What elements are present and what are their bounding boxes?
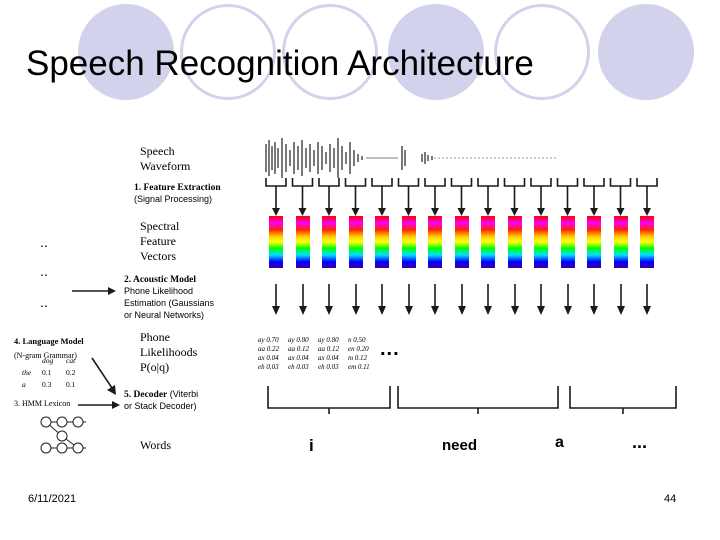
phone-likelihood-col-4: n 0.50 en 0.20 m 0.12 em 0.11 <box>348 336 370 371</box>
output-word-i: i <box>309 436 314 455</box>
feature-vector-bar <box>454 216 469 268</box>
feature-vector-bar <box>348 216 363 268</box>
acoustic-arrow <box>404 284 413 315</box>
frame-bracket <box>291 178 314 187</box>
slide-title: Speech Recognition Architecture <box>26 44 534 83</box>
left-ellipsis-1: .. <box>40 234 48 250</box>
words-label: Words <box>140 438 172 452</box>
hmm-to-decoder-arrow <box>78 401 120 409</box>
frame-bracket <box>265 178 287 187</box>
frame-bracket <box>556 178 579 187</box>
acoustic-arrow <box>563 284 572 315</box>
frame-arrow-head <box>643 208 651 216</box>
frame-bracket <box>344 178 367 187</box>
acoustic-arrow <box>457 284 466 315</box>
acoustic-arrow <box>378 284 386 315</box>
feature-vector-bar <box>428 216 442 268</box>
frame-arrow-head <box>537 208 545 216</box>
spectral-feature-vectors-label: Spectral Feature Vectors <box>140 219 180 263</box>
frame-bracket <box>636 178 658 187</box>
decor-circle-1 <box>78 4 174 100</box>
phone-likelihood-col-2: ay 0.80 aa 0.12 ax 0.04 eh 0.03 <box>288 336 309 371</box>
frame-arrow-head <box>351 208 360 216</box>
frame-arrow-head <box>272 208 280 216</box>
feature-vector-bar <box>640 216 654 268</box>
frame-bracket <box>503 178 526 187</box>
feature-vector-bar <box>481 216 495 268</box>
acoustic-arrow <box>537 284 545 315</box>
waveform-frame-brackets <box>265 178 658 216</box>
frame-arrow-head <box>378 208 386 216</box>
output-word-a: a <box>555 434 564 451</box>
speech-waveform <box>265 138 558 178</box>
frame-arrow-head <box>431 208 439 216</box>
feature-vector-bar <box>269 216 283 268</box>
acoustic-arrow <box>616 284 625 315</box>
left-ellipsis-3: .. <box>40 294 48 310</box>
frame-arrow-head <box>590 208 598 216</box>
frame-arrow-head <box>563 208 572 216</box>
footer-date: 6/11/2021 <box>28 493 77 505</box>
hmm-lexicon-title: 3. HMM Lexicon <box>14 399 71 408</box>
acoustic-arrow <box>510 284 519 315</box>
frame-arrow-head <box>510 208 519 216</box>
acoustic-arrow <box>272 284 280 315</box>
feature-vector-bar <box>322 216 336 268</box>
feature-vector-bar <box>507 216 522 268</box>
decor-circle-6 <box>598 4 694 100</box>
footer-page-number: 44 <box>664 493 677 505</box>
speech-waveform-label: Speech Waveform <box>140 144 191 173</box>
decoder-step: 5. Decoder (Viterbi or Stack Decoder) <box>124 389 199 411</box>
hmm-lexicon-graph <box>40 416 86 454</box>
frame-arrow-head <box>484 208 492 216</box>
frame-bracket <box>477 178 499 187</box>
feature-vector-bar <box>587 216 601 268</box>
acoustic-arrow <box>643 284 651 315</box>
output-word-need: need <box>442 437 478 454</box>
frame-arrow-head <box>404 208 413 216</box>
acoustic-arrow <box>298 284 307 315</box>
decor-circle-4 <box>388 4 484 100</box>
decoder-brackets <box>267 386 677 414</box>
frame-bracket <box>397 178 420 187</box>
language-to-acoustic-arrow <box>72 287 116 295</box>
phone-likelihood-col-1: ay 0.70 aa 0.22 ax 0.04 eh 0.03 <box>258 336 279 371</box>
decor-circle-2 <box>180 4 276 100</box>
frame-arrow-head <box>325 208 333 216</box>
feature-extraction-step: 1. Feature Extraction (Signal Processing… <box>134 183 221 204</box>
decor-circle-3 <box>282 4 378 100</box>
language-model: 4. Language Model (N-gram Grammar) <box>14 336 84 360</box>
frame-arrow-head <box>457 208 466 216</box>
frame-bracket <box>583 178 605 187</box>
feature-vector-bar <box>375 216 389 268</box>
phone-likelihoods-label: Phone Likelihoods P(o|q) <box>140 330 198 374</box>
acoustic-arrow <box>325 284 333 315</box>
left-ellipsis-2: .. <box>40 263 48 279</box>
decor-circle-5 <box>494 4 590 100</box>
feature-vector-bar <box>295 216 310 268</box>
output-ellipsis: ... <box>632 432 648 452</box>
frame-bracket <box>318 178 340 187</box>
frame-bracket <box>371 178 393 187</box>
frame-bracket <box>424 178 446 187</box>
frame-bracket <box>530 178 552 187</box>
language-model-arrow <box>91 357 116 395</box>
acoustic-arrow <box>351 284 360 315</box>
frame-arrow-head <box>298 208 307 216</box>
acoustic-arrow <box>484 284 492 315</box>
acoustic-model-step: 2. Acoustic Model Phone Likelihood Estim… <box>124 275 215 320</box>
feature-vector-bar <box>534 216 548 268</box>
phone-table-ellipsis: ... <box>380 338 400 360</box>
feature-vector-bar <box>560 216 575 268</box>
acoustic-arrow <box>590 284 598 315</box>
phone-likelihood-col-3: ay 0.80 aa 0.12 ax 0.04 eh 0.03 <box>318 336 339 371</box>
feature-vector-bar <box>613 216 628 268</box>
frame-arrow-head <box>616 208 625 216</box>
feature-vector-bar <box>401 216 416 268</box>
frame-bracket <box>609 178 632 187</box>
acoustic-arrow <box>431 284 439 315</box>
frame-bracket <box>450 178 473 187</box>
